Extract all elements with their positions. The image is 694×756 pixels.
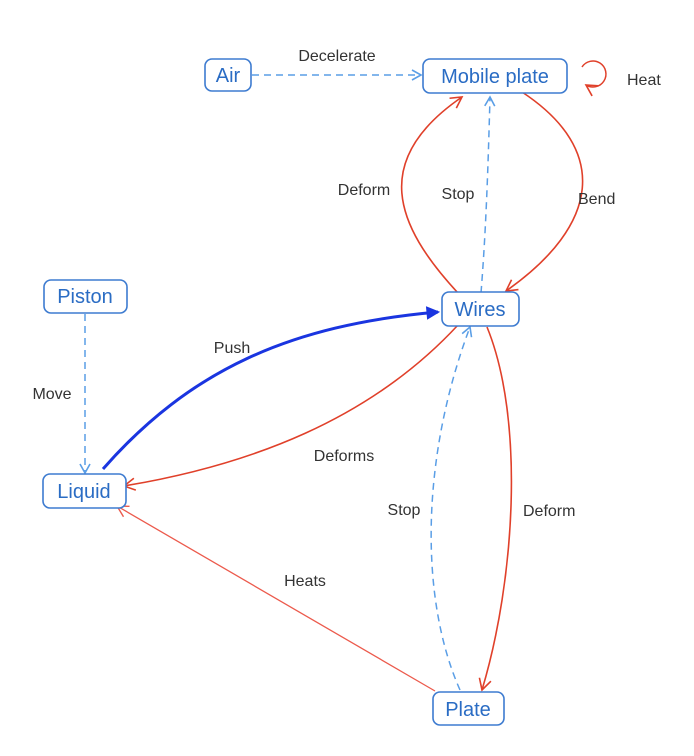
edge-deform-wires-mobile [400, 96, 464, 294]
node-mobile-plate-label: Mobile plate [441, 66, 549, 88]
edge-heat-loop [581, 60, 607, 97]
node-piston[interactable]: Piston [43, 279, 128, 314]
node-mobile-plate[interactable]: Mobile plate [422, 58, 568, 94]
node-plate[interactable]: Plate [432, 691, 505, 726]
node-liquid[interactable]: Liquid [42, 473, 127, 509]
label-bend: Bend [578, 191, 615, 208]
edge-push [101, 312, 438, 470]
label-deform-wires-plate: Deform [523, 503, 575, 520]
node-piston-label: Piston [57, 286, 113, 308]
node-plate-label: Plate [445, 699, 491, 721]
label-heats: Heats [284, 573, 326, 590]
edge-heats [115, 505, 436, 692]
label-heat: Heat [627, 72, 661, 89]
label-deforms: Deforms [314, 448, 374, 465]
node-air[interactable]: Air [204, 58, 252, 92]
node-wires-label: Wires [454, 299, 505, 321]
label-push: Push [214, 340, 250, 357]
edge-stop-plate-wires [430, 325, 473, 691]
label-deform-wires-mobile: Deform [338, 182, 390, 199]
node-liquid-label: Liquid [57, 481, 110, 503]
label-stop-plate-wires: Stop [388, 502, 421, 519]
label-decelerate: Decelerate [298, 48, 375, 65]
edge-bend [504, 91, 584, 292]
label-move: Move [32, 386, 71, 403]
label-stop-wires-mobile: Stop [442, 186, 475, 203]
edge-deform-wires-plate [478, 326, 513, 692]
node-air-label: Air [216, 65, 241, 87]
node-wires[interactable]: Wires [441, 291, 520, 327]
edge-deforms [122, 324, 459, 491]
edge-stop-wires-mobile [480, 95, 496, 294]
